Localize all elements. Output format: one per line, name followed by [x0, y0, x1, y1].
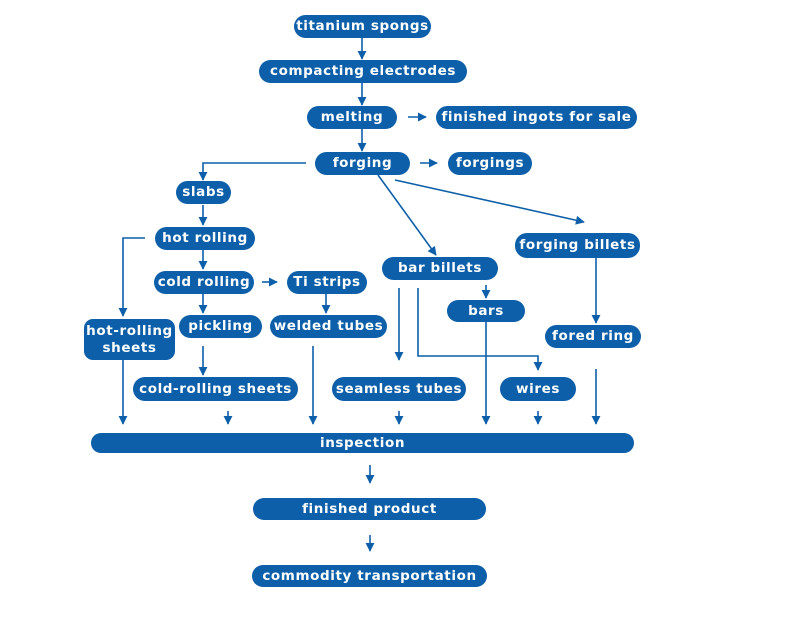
node-cold-rolling-sheets: cold-rolling sheets [133, 377, 298, 401]
node-hot-rolling: hot rolling [155, 227, 255, 250]
node-forgings: forgings [448, 152, 532, 175]
node-cold-rolling: cold rolling [154, 271, 254, 294]
node-forging-billets: forging billets [515, 233, 640, 258]
node-hot-rolling-sheets-line1: hot-rolling [86, 322, 173, 339]
node-finished-product: finished product [253, 498, 486, 520]
node-compacting-electrodes: compacting electrodes [259, 60, 467, 83]
node-bar-billets: bar billets [382, 257, 498, 280]
node-ti-strips: Ti strips [287, 271, 367, 294]
node-bars: bars [447, 300, 525, 322]
node-hot-rolling-sheets: hot-rolling sheets [84, 319, 175, 360]
arrow-hot-rolling-to-hot-rolling-sheets [118, 237, 145, 317]
node-titanium-spongs: titanium spongs [294, 15, 431, 38]
node-slabs: slabs [176, 181, 231, 204]
arrow-bar-billets-to-wires [417, 288, 543, 371]
node-hot-rolling-sheets-line2: sheets [102, 339, 157, 356]
node-inspection: inspection [91, 433, 634, 453]
node-wires: wires [500, 377, 576, 401]
node-seamless-tubes: seamless tubes [332, 377, 466, 401]
arrow-forging-to-slabs [198, 162, 306, 181]
node-pickling: pickling [179, 315, 262, 338]
node-commodity-transportation: commodity transportation [252, 565, 487, 587]
node-melting: melting [307, 106, 397, 129]
arrow-forging-to-bar-billets [377, 174, 437, 256]
node-welded-tubes: welded tubes [270, 315, 387, 338]
node-forging: forging [315, 152, 410, 175]
node-finished-ingots: finished ingots for sale [436, 106, 637, 129]
arrow-forging-to-forging-billets [394, 179, 585, 225]
node-fored-ring: fored ring [545, 325, 641, 348]
